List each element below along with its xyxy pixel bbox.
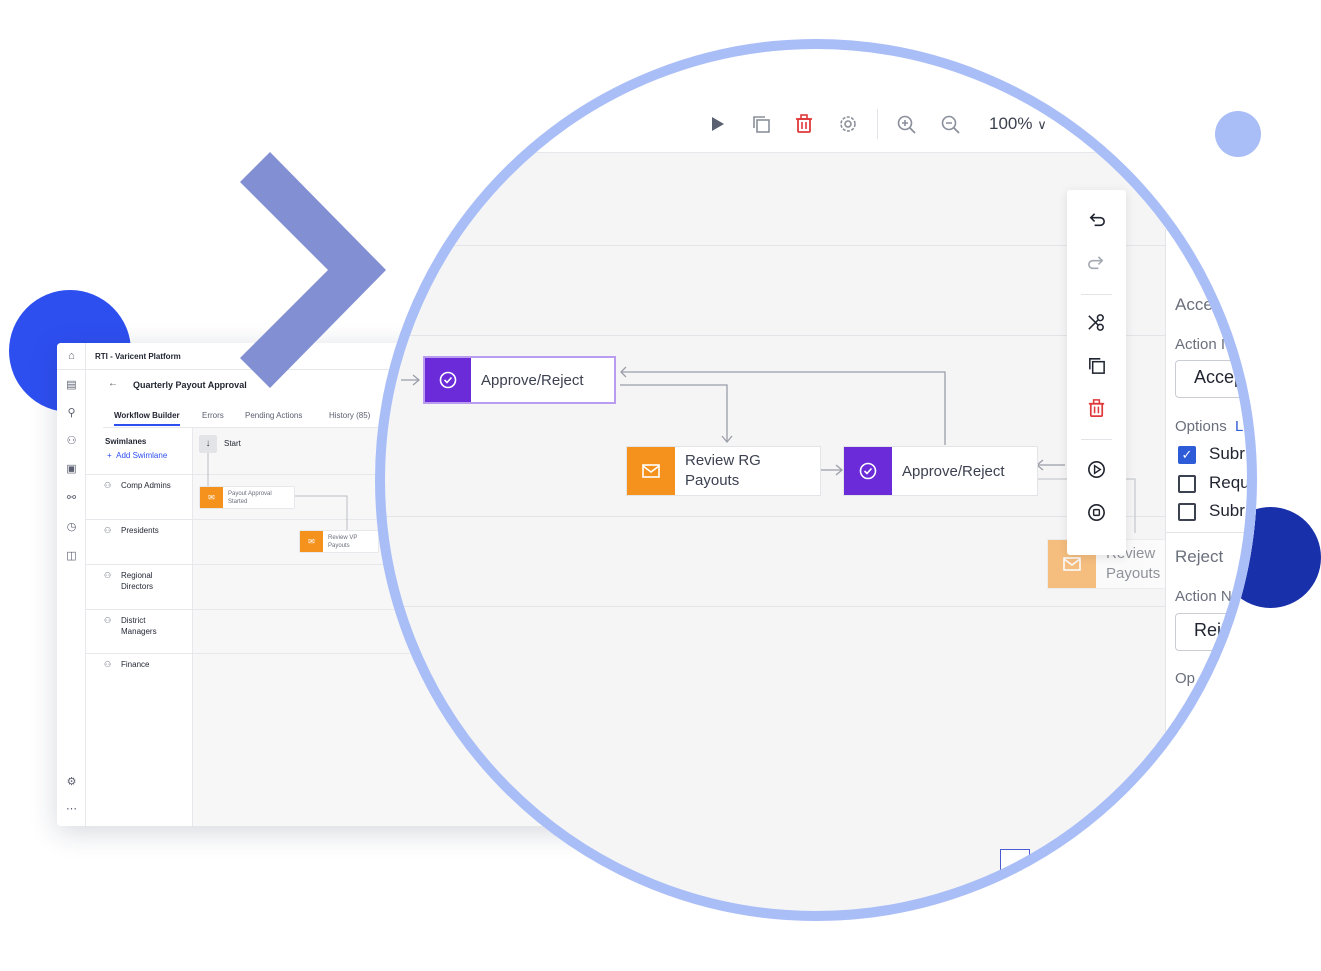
tab-errors[interactable]: Errors bbox=[202, 411, 224, 420]
accept-heading: Acce bbox=[1175, 295, 1213, 314]
lane-label: Presidents bbox=[121, 526, 159, 535]
tab-history[interactable]: History (85) bbox=[329, 411, 371, 420]
undo-icon[interactable] bbox=[1086, 210, 1107, 231]
node-review-rg-payouts[interactable]: Review RG Payouts bbox=[626, 446, 821, 496]
add-swimlane-link[interactable]: + Add Swimlane bbox=[107, 451, 168, 460]
zoom-level-select[interactable]: 100% ∨ bbox=[989, 114, 1047, 133]
side-toolbar bbox=[1067, 190, 1126, 555]
book-icon[interactable]: ◫ bbox=[66, 550, 77, 562]
check-circle-icon bbox=[425, 358, 471, 402]
email-icon: ✉ bbox=[300, 531, 323, 552]
swimlane-column bbox=[86, 428, 193, 826]
option-label: Subr bbox=[1209, 444, 1245, 463]
app-topbar: RTI - Varicent Platform bbox=[57, 343, 597, 370]
tab-workflow-builder[interactable]: Workflow Builder bbox=[114, 411, 180, 426]
app-title: RTI - Varicent Platform bbox=[95, 352, 181, 361]
settings-icon[interactable] bbox=[837, 113, 859, 135]
zoom-out-icon[interactable] bbox=[939, 113, 961, 135]
tab-pending-actions[interactable]: Pending Actions bbox=[245, 411, 303, 420]
node-approve-reject[interactable]: Approve/Reject bbox=[843, 446, 1038, 496]
chevron-arrow-icon bbox=[240, 152, 386, 388]
trash-icon[interactable] bbox=[793, 113, 815, 135]
document-icon[interactable]: ▤ bbox=[66, 379, 77, 391]
play-circle-icon[interactable] bbox=[1086, 459, 1107, 480]
lane-label: Comp Admins bbox=[121, 481, 171, 490]
lane-users-icon: ⚇ bbox=[104, 481, 112, 490]
option-label: Requ bbox=[1209, 473, 1250, 492]
canvas-toolbar: 100% ∨ bbox=[375, 39, 1257, 153]
copy-icon[interactable] bbox=[750, 113, 772, 135]
reject-heading: Reject bbox=[1175, 547, 1224, 566]
email-icon bbox=[627, 447, 675, 495]
cut-icon[interactable] bbox=[1086, 312, 1107, 333]
redo-icon[interactable] bbox=[1086, 253, 1107, 274]
reject-action-input[interactable]: Rej bbox=[1175, 613, 1257, 651]
node-review-vp-payouts[interactable]: ✉ Review VP Payouts bbox=[299, 530, 379, 553]
lane-label: Finance bbox=[121, 660, 150, 669]
lane-label: District Managers bbox=[121, 616, 157, 636]
node-approve-reject-selected[interactable]: Approve/Reject bbox=[423, 356, 616, 404]
node-payout-approval-started[interactable]: ✉ Payout Approval Started bbox=[199, 486, 295, 509]
trash-icon[interactable] bbox=[1086, 398, 1107, 419]
start-node[interactable]: ↓ bbox=[199, 435, 217, 453]
play-icon[interactable] bbox=[706, 113, 728, 135]
back-arrow-icon[interactable]: ← bbox=[108, 378, 118, 389]
chevron-down-icon: ∨ bbox=[1037, 117, 1047, 132]
lane-label: Regional Directors bbox=[121, 571, 154, 591]
hierarchy-icon[interactable]: ⚲ bbox=[67, 407, 76, 419]
stop-circle-icon[interactable] bbox=[1086, 502, 1107, 523]
option-checkbox[interactable] bbox=[1178, 503, 1196, 521]
minimap[interactable] bbox=[1000, 849, 1030, 871]
reject-options-label: Op bbox=[1175, 670, 1196, 687]
settings-icon[interactable]: ⚙ bbox=[66, 776, 77, 788]
small-connectors bbox=[207, 453, 348, 531]
workflow-canvas: Approve/Reject Review RG Payouts Approve… bbox=[375, 153, 1197, 921]
zoom-in-icon[interactable] bbox=[895, 113, 917, 135]
reject-action-label: Action N bbox=[1175, 588, 1232, 605]
option-label: Subr bbox=[1209, 501, 1245, 520]
option-checkbox[interactable] bbox=[1178, 475, 1196, 493]
email-icon: ✉ bbox=[200, 487, 223, 508]
lane-users-icon: ⚇ bbox=[104, 660, 112, 669]
lane-users-icon: ⚇ bbox=[104, 616, 112, 625]
check-circle-icon bbox=[844, 447, 892, 495]
action-label: Action I bbox=[1175, 336, 1226, 353]
properties-panel: Acce Action I Accep Options L ✓ Subr Req… bbox=[1165, 229, 1257, 921]
more-icon[interactable]: ⋯ bbox=[66, 803, 77, 815]
copy-icon[interactable] bbox=[1086, 355, 1107, 376]
workflow-icon[interactable]: ⚯ bbox=[66, 492, 77, 504]
users-icon[interactable]: ⚇ bbox=[66, 435, 77, 447]
canvas-connectors bbox=[401, 366, 1136, 533]
options-label: Options L bbox=[1175, 418, 1244, 435]
clock-icon[interactable]: ◷ bbox=[66, 521, 77, 533]
lane-users-icon: ⚇ bbox=[104, 571, 112, 580]
start-label: Start bbox=[224, 439, 241, 448]
clipboard-icon[interactable]: ▣ bbox=[66, 463, 77, 475]
zoom-lens: 100% ∨ Approve/Reject bbox=[375, 39, 1257, 921]
home-icon[interactable]: ⌂ bbox=[68, 350, 75, 362]
page-title: Quarterly Payout Approval bbox=[133, 380, 247, 390]
accept-action-input[interactable]: Accep bbox=[1175, 360, 1257, 398]
swimlanes-heading: Swimlanes bbox=[105, 437, 147, 446]
left-rail: ⌂ ▤ ⚲ ⚇ ▣ ⚯ ◷ ◫ ⚙ ⋯ bbox=[57, 343, 86, 826]
lane-users-icon: ⚇ bbox=[104, 526, 112, 535]
option-checkbox-checked[interactable]: ✓ bbox=[1178, 446, 1196, 464]
